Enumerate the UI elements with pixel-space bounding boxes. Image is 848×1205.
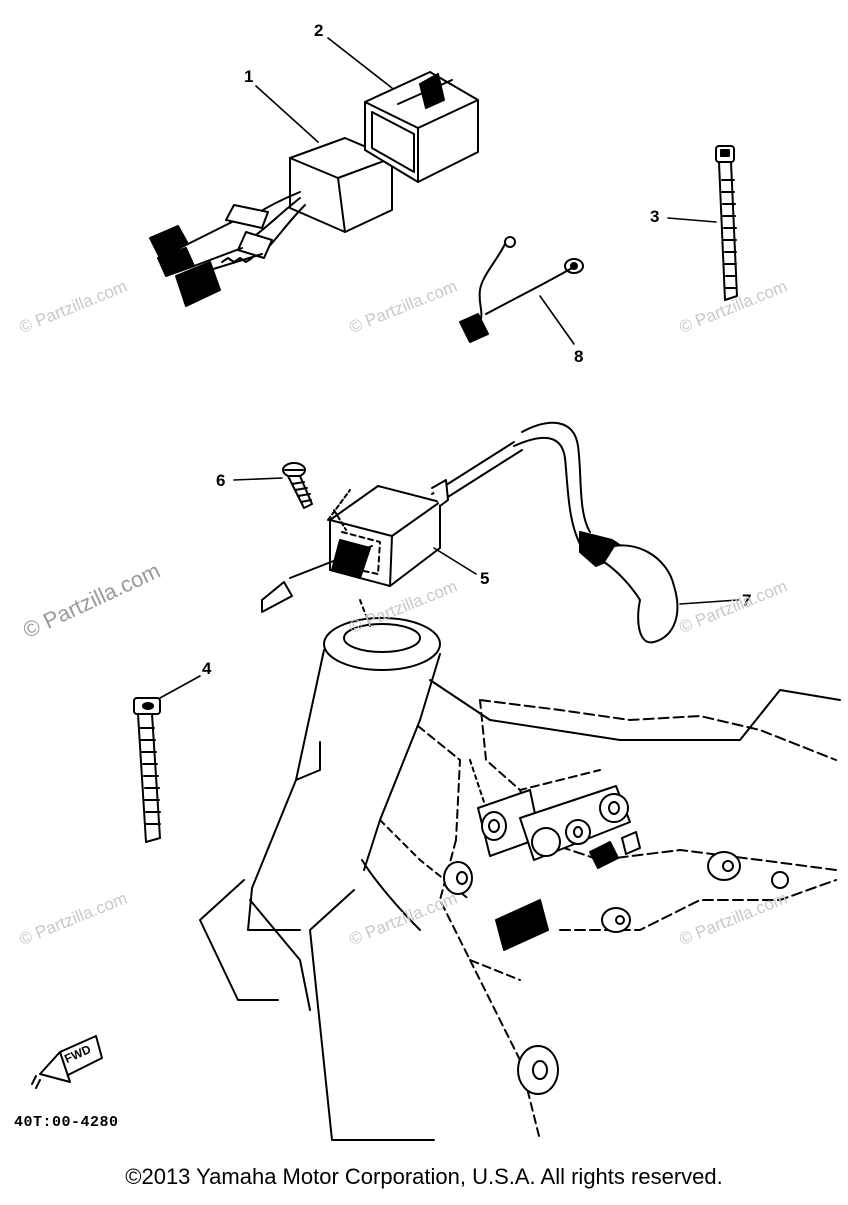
part-8-lead-wire bbox=[460, 237, 583, 342]
part-6-screw bbox=[283, 463, 312, 508]
callout-7: 7 bbox=[742, 591, 752, 610]
fwd-arrow-icon bbox=[32, 1036, 102, 1088]
leader-1 bbox=[256, 86, 318, 142]
part-4-band bbox=[134, 698, 160, 842]
leader-5 bbox=[434, 548, 476, 574]
frame-bosses bbox=[444, 786, 788, 1094]
part-1-cdi-unit bbox=[150, 138, 392, 306]
copyright-notice: ©2013 Yamaha Motor Corporation, U.S.A. A… bbox=[125, 1164, 723, 1189]
callout-4: 4 bbox=[202, 659, 212, 678]
leader-2 bbox=[328, 38, 392, 88]
frame bbox=[200, 600, 840, 1140]
part-3-cable-tie bbox=[716, 146, 737, 300]
callout-5: 5 bbox=[480, 569, 490, 588]
leader-3 bbox=[668, 218, 716, 222]
callout-8: 8 bbox=[574, 347, 584, 366]
leader-4 bbox=[160, 676, 200, 698]
leader-8 bbox=[540, 296, 574, 344]
part-5-ignition-coil bbox=[262, 442, 522, 612]
callout-3: 3 bbox=[650, 207, 660, 226]
leader-7 bbox=[680, 600, 738, 604]
callout-2: 2 bbox=[314, 21, 324, 40]
leader-lines bbox=[160, 38, 738, 698]
part-7-plug-cap bbox=[514, 423, 677, 643]
callout-6: 6 bbox=[216, 471, 226, 490]
callout-1: 1 bbox=[244, 67, 254, 86]
part-2-rubber-cover bbox=[365, 72, 478, 182]
diagram-part-code: 40T:00-4280 bbox=[14, 1114, 119, 1131]
leader-6 bbox=[234, 478, 282, 480]
